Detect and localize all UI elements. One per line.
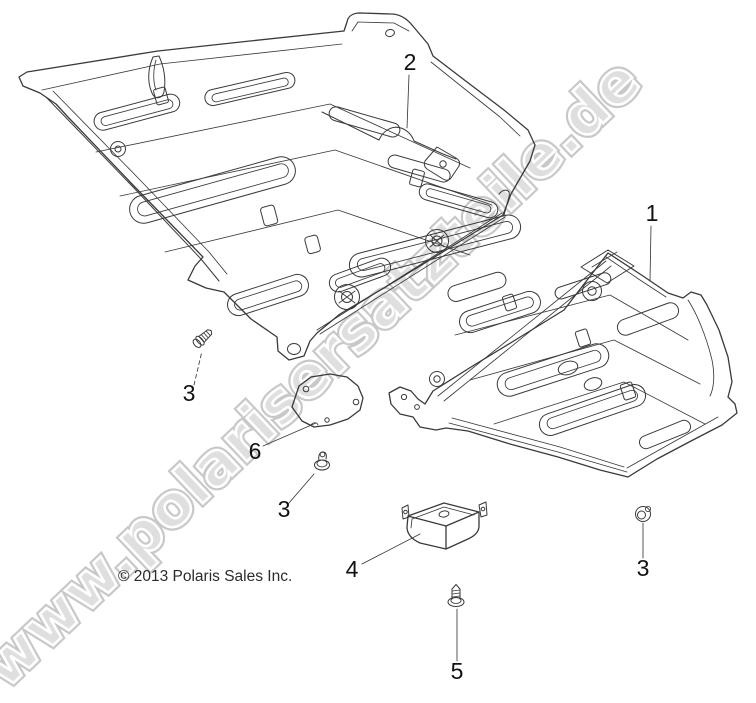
callout-number-1: 1: [646, 200, 659, 226]
callout-number-3a: 3: [183, 380, 196, 406]
leader-line-4: [361, 533, 421, 565]
callout-number-6: 6: [249, 438, 262, 464]
screw-3a-illustration: [192, 329, 213, 348]
push-rivet-3b-illustration: [314, 451, 330, 471]
callout-leader-lines: [193, 74, 652, 662]
watermark-text: www.polarisersatzteile.de www.polarisers…: [0, 42, 657, 703]
leader-line-2: [406, 74, 410, 129]
skid-plate-main-illustration: [18, 12, 536, 361]
callout-number-3c: 3: [637, 555, 650, 581]
leader-line-1: [649, 225, 652, 282]
leader-line-3b: [288, 473, 315, 504]
callout-number-4: 4: [346, 556, 359, 582]
watermark-fill-layer: www.polarisersatzteile.de: [0, 45, 654, 700]
callout-number-2: 2: [404, 49, 417, 75]
callout-number-3b: 3: [278, 496, 291, 522]
mount-plate-6-illustration: [291, 373, 364, 428]
leader-line-6: [262, 422, 317, 447]
leader-line-3a: [193, 350, 203, 386]
rivet-3c-illustration: [635, 505, 652, 522]
screw-5-illustration: [447, 584, 465, 607]
bracket-4-illustration: [401, 501, 488, 550]
skid-plate-front-illustration: [388, 249, 738, 478]
copyright-text: © 2013 Polaris Sales Inc.: [118, 568, 292, 585]
callout-number-5: 5: [451, 658, 464, 684]
